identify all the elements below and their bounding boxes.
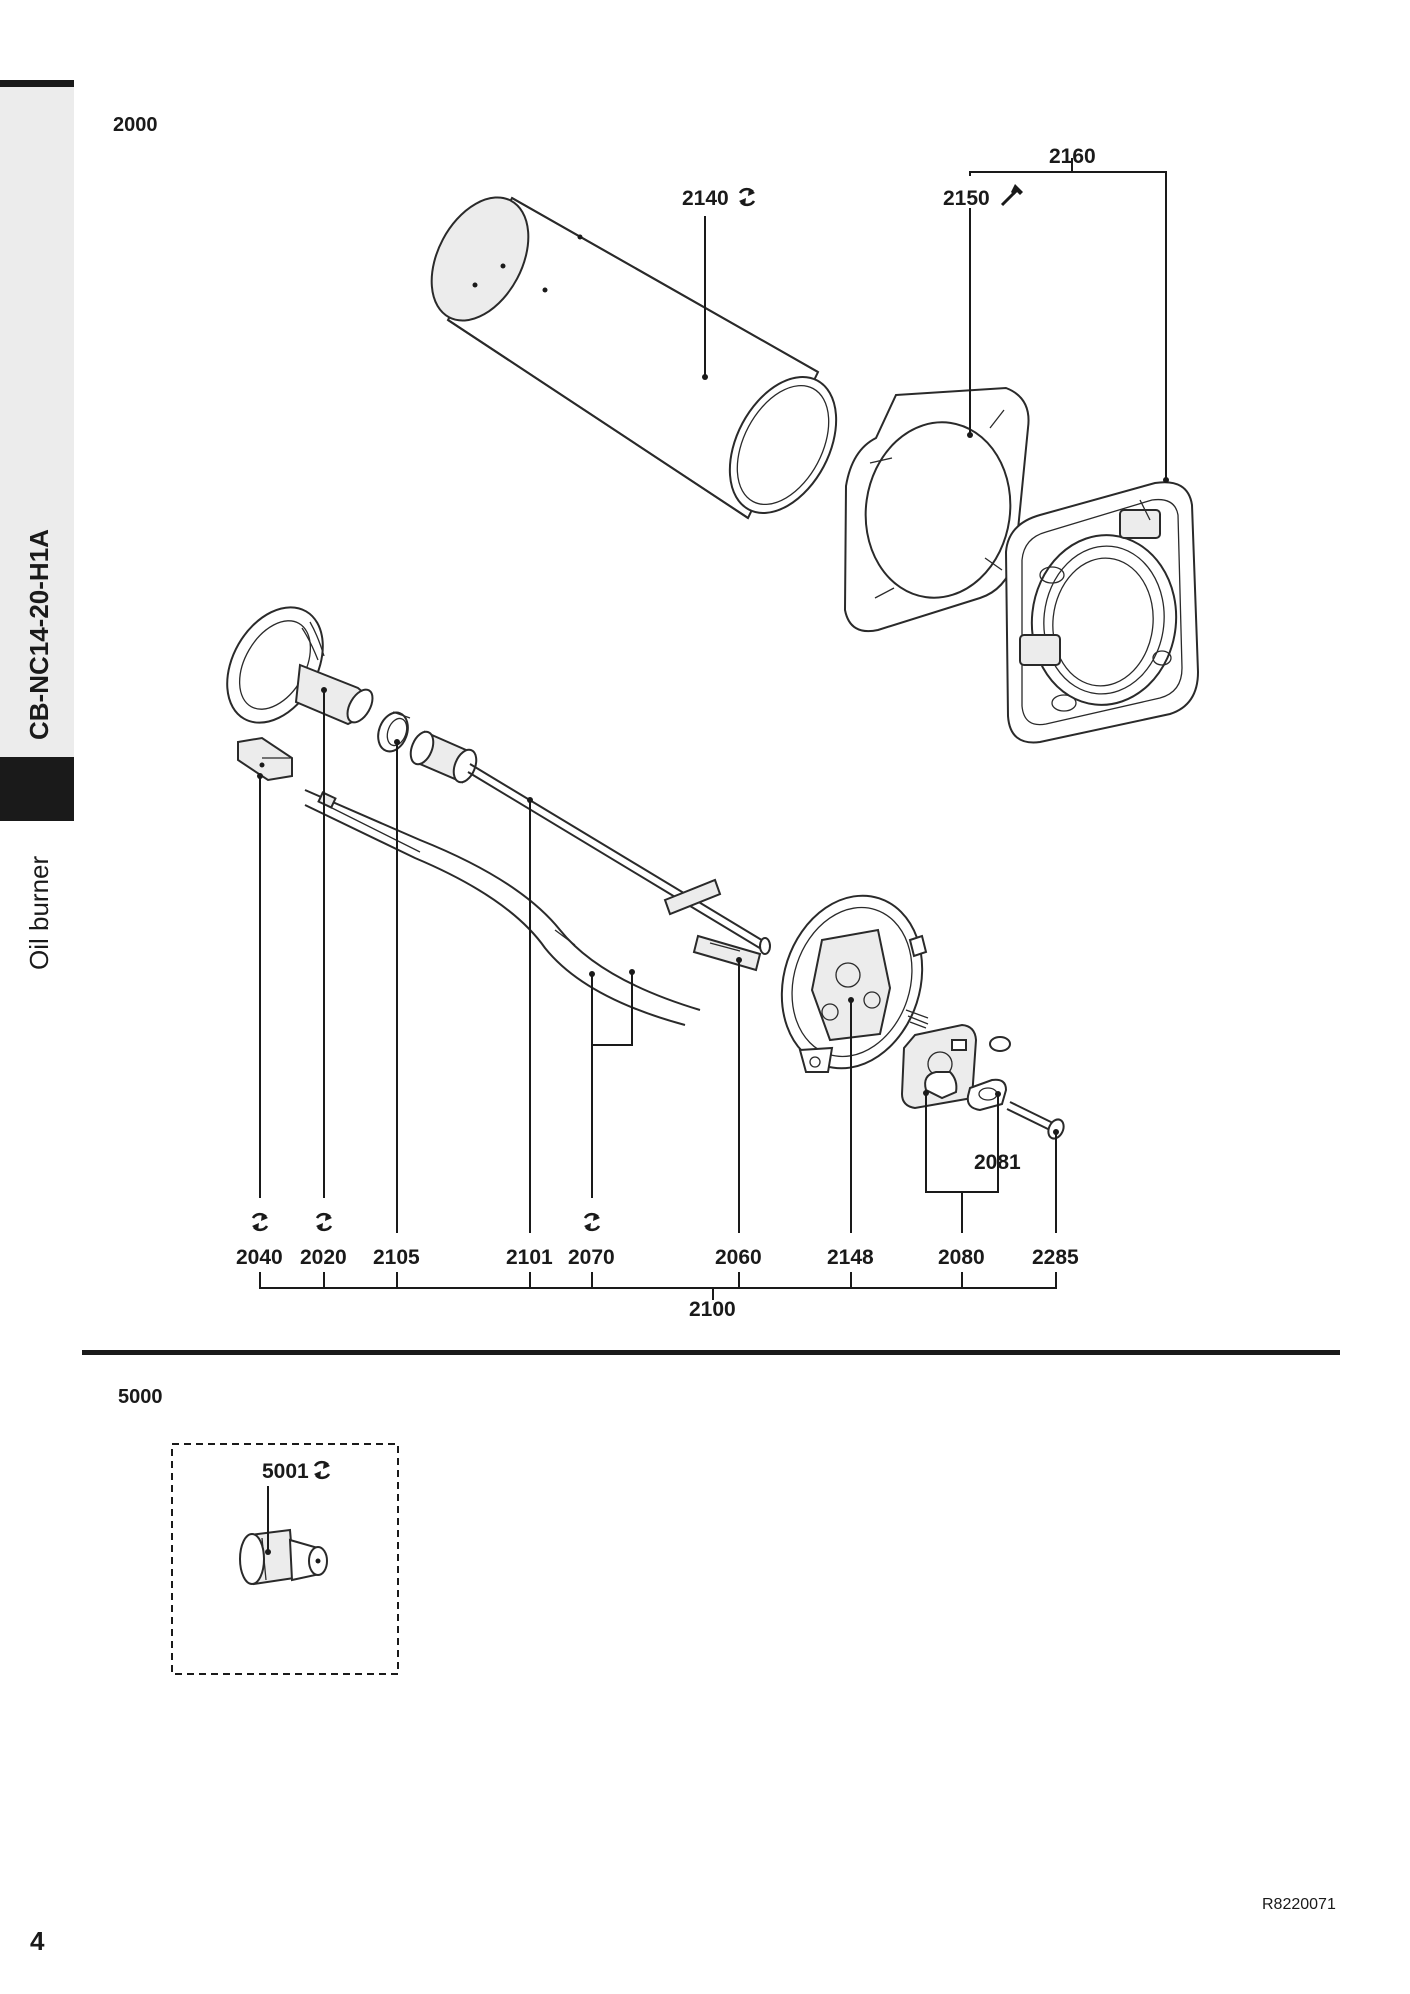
nozzle-line-part xyxy=(409,730,771,955)
callout-2060: 2060 xyxy=(715,1246,762,1269)
callout-2105: 2105 xyxy=(373,1246,420,1269)
section-divider xyxy=(82,1350,1340,1355)
page-number: 4 xyxy=(30,1926,45,1956)
nozzle-detail-box xyxy=(171,1443,399,1675)
section-title-5000: 5000 xyxy=(118,1386,163,1408)
flame-tube-part xyxy=(430,196,838,520)
document-ref: R8220071 xyxy=(1262,1896,1336,1913)
leader-lines-2000 xyxy=(257,158,1169,1300)
electrode-holder-part xyxy=(237,736,293,782)
electrode-block-part xyxy=(692,934,762,972)
sidebar-top-rule xyxy=(0,80,74,87)
callout-2040: 2040 xyxy=(236,1246,283,1269)
wear-part-icon xyxy=(312,1459,332,1481)
callout-2101: 2101 xyxy=(506,1246,553,1269)
mounting-plate-part xyxy=(780,894,928,1073)
wear-part-icon xyxy=(250,1211,270,1233)
callout-2070: 2070 xyxy=(568,1246,615,1269)
cover-set-part xyxy=(900,1023,1008,1112)
clamp-ring-part xyxy=(377,711,411,753)
sidebar-product-code: CB-NC14-20-H1A xyxy=(24,529,54,740)
callout-2100: 2100 xyxy=(689,1298,736,1321)
callout-2160: 2160 xyxy=(1049,145,1096,168)
wear-part-icon xyxy=(314,1211,334,1233)
callout-2148: 2148 xyxy=(827,1246,874,1269)
wear-part-icon xyxy=(582,1211,602,1233)
callout-2150: 2150 xyxy=(943,187,990,210)
diffuser-disc-part xyxy=(226,606,374,726)
callout-2285: 2285 xyxy=(1032,1246,1079,1269)
oil-nozzle-part xyxy=(239,1528,328,1586)
sidebar: CB-NC14-20-H1A Oil burner xyxy=(0,80,74,970)
ignition-cables-part xyxy=(304,789,701,1026)
wear-part-icon xyxy=(737,186,757,208)
sidebar-band xyxy=(0,87,74,757)
sidebar-section-name: Oil burner xyxy=(24,856,54,970)
small-fittings-part xyxy=(905,1009,1011,1052)
callout-labels-2000: 2140 2150 2160 2040 2020 2105 2101 2070 … xyxy=(236,145,1096,1321)
front-plate-part xyxy=(1004,481,1200,744)
callout-2081: 2081 xyxy=(974,1151,1021,1174)
callout-2140: 2140 xyxy=(682,187,729,210)
callout-5001: 5001 xyxy=(262,1460,309,1483)
callout-2020: 2020 xyxy=(300,1246,347,1269)
screw-part xyxy=(1006,1101,1065,1140)
wrench-icon xyxy=(1000,184,1023,207)
gasket-part xyxy=(843,386,1030,632)
callout-2080: 2080 xyxy=(938,1246,985,1269)
section-title-2000: 2000 xyxy=(113,114,158,136)
sidebar-marker-block xyxy=(0,757,74,821)
